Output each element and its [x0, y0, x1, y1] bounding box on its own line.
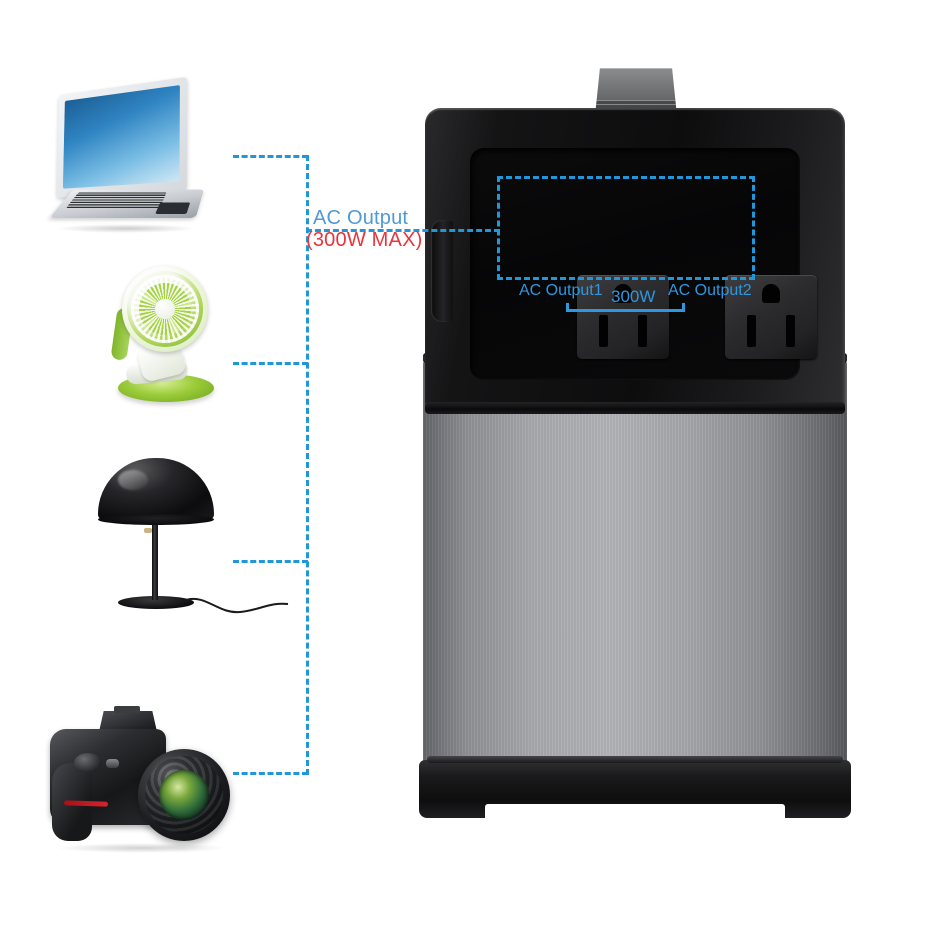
laptop-shadow [56, 224, 196, 233]
laptop-screen-lid [57, 77, 188, 198]
outlet-1-line-slot [638, 315, 647, 347]
outlet-group [567, 263, 827, 371]
camera-mode-dial [74, 753, 102, 773]
camera-hotshoe [114, 706, 140, 713]
laptop-trackpad [155, 202, 190, 214]
camera-shutter-button [106, 759, 119, 768]
ac-output1-label: AC Output1 [519, 282, 603, 300]
lamp-icon [88, 450, 268, 620]
camera-shadow [56, 843, 226, 853]
camera-icon [42, 705, 242, 855]
ac-output-label: AC Output [313, 207, 408, 230]
lamp-highlight [118, 470, 148, 490]
fan-hub [155, 299, 175, 319]
device-base-notch [485, 804, 785, 818]
laptop-keys [66, 192, 167, 208]
lamp-stem [152, 514, 158, 600]
laptop-display [63, 85, 180, 189]
outlet-2-neutral-slot [747, 315, 756, 347]
device-front-panel [470, 148, 800, 380]
side-button[interactable] [431, 220, 453, 322]
laptop-icon [38, 80, 208, 235]
power-station-device [405, 60, 865, 820]
combined-power-label: 300W [611, 287, 655, 307]
camera-lens [138, 749, 230, 841]
fan-cage [122, 266, 208, 352]
camera-lens-glass [159, 770, 209, 820]
branch-line-fan [233, 362, 308, 365]
ac-output2-label: AC Output2 [668, 282, 752, 300]
device-base [419, 760, 851, 818]
lamp-power-cord [184, 592, 290, 622]
device-aluminum-body [423, 360, 847, 770]
device-top-housing [425, 108, 845, 408]
lamp-shade [98, 458, 214, 520]
outlet-2-ground-pin-hole [762, 284, 780, 303]
max-power-label: (300W MAX) [306, 229, 422, 252]
outlet-2-line-slot [786, 315, 795, 347]
lamp-switch-knob [144, 528, 152, 533]
branch-line-camera [233, 772, 308, 775]
outlet-1-neutral-slot [599, 315, 608, 347]
branch-line-laptop [233, 155, 308, 158]
fan-icon [96, 262, 220, 404]
laptop-keyboard-base [49, 190, 203, 218]
